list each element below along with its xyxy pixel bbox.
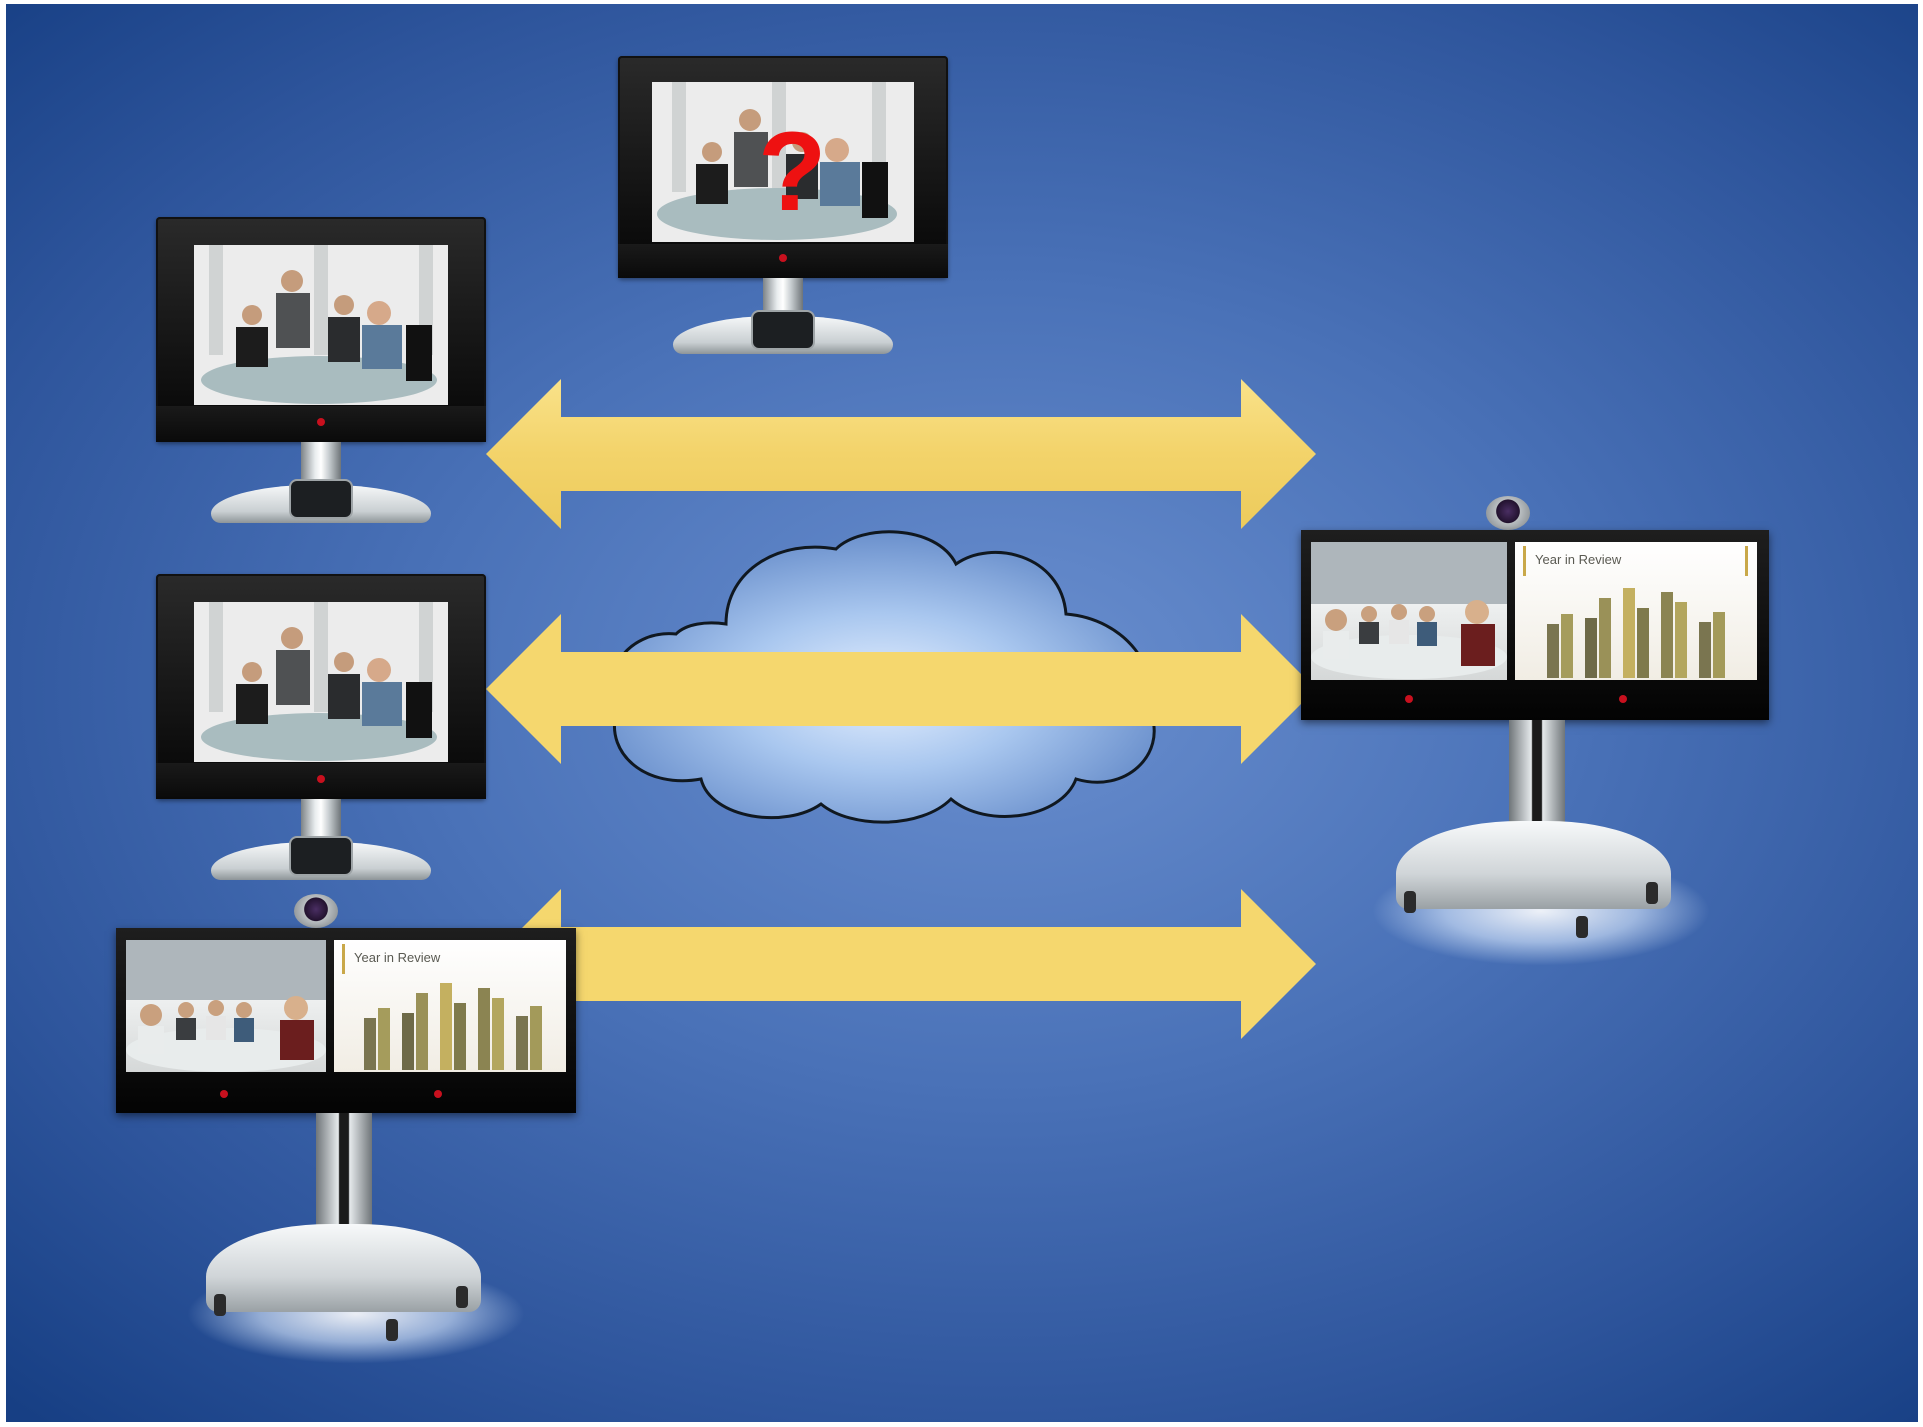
double-arrow-top (486, 379, 1316, 529)
bar-chart-graphic (364, 983, 542, 1070)
camera-icon (294, 894, 338, 928)
desktop-monitor-left-1 (156, 217, 486, 537)
monitor-screen (652, 82, 914, 242)
monitor-frame (156, 574, 486, 799)
presentation-pane: Year in Review (334, 940, 566, 1072)
video-pane (126, 940, 326, 1072)
monitor-frame (618, 56, 948, 278)
desktop-monitor-left-2 (156, 574, 486, 894)
monitor-screen (194, 245, 448, 405)
diagram-canvas: ? (6, 4, 1918, 1422)
brand-logo-icon (1619, 695, 1627, 703)
brand-logo-icon (317, 775, 325, 783)
meeting-group-icon (1311, 542, 1507, 679)
dual-display-system-left: Year in Review (116, 894, 591, 1364)
slide-title: Year in Review (1535, 552, 1622, 567)
meeting-people-icon (652, 82, 914, 242)
monitor-screen (194, 602, 448, 762)
monitor-frame (156, 217, 486, 442)
video-pane (1311, 542, 1507, 680)
brand-logo-icon (1405, 695, 1413, 703)
meeting-group-icon (126, 940, 326, 1072)
brand-logo-icon (779, 254, 787, 262)
keypad-icon (753, 312, 813, 348)
bar-chart-graphic (1547, 588, 1725, 678)
double-arrow-bottom (486, 889, 1316, 1039)
dual-display-frame: Year in Review (1301, 530, 1769, 720)
double-arrow-middle (486, 614, 1316, 764)
brand-logo-icon (220, 1090, 228, 1098)
presentation-pane: Year in Review (1515, 542, 1757, 680)
camera-icon (1486, 496, 1530, 530)
dual-display-system-right: Year in Review (1301, 496, 1776, 976)
brand-logo-icon (317, 418, 325, 426)
keypad-icon (291, 481, 351, 517)
brand-logo-icon (434, 1090, 442, 1098)
slide-title: Year in Review (354, 950, 441, 965)
dual-display-frame: Year in Review (116, 928, 576, 1113)
keypad-icon (291, 838, 351, 874)
question-mark: ? (758, 109, 827, 234)
desktop-monitor-top: ? (618, 56, 948, 376)
meeting-people-icon (194, 245, 448, 405)
meeting-people-icon (194, 602, 448, 762)
